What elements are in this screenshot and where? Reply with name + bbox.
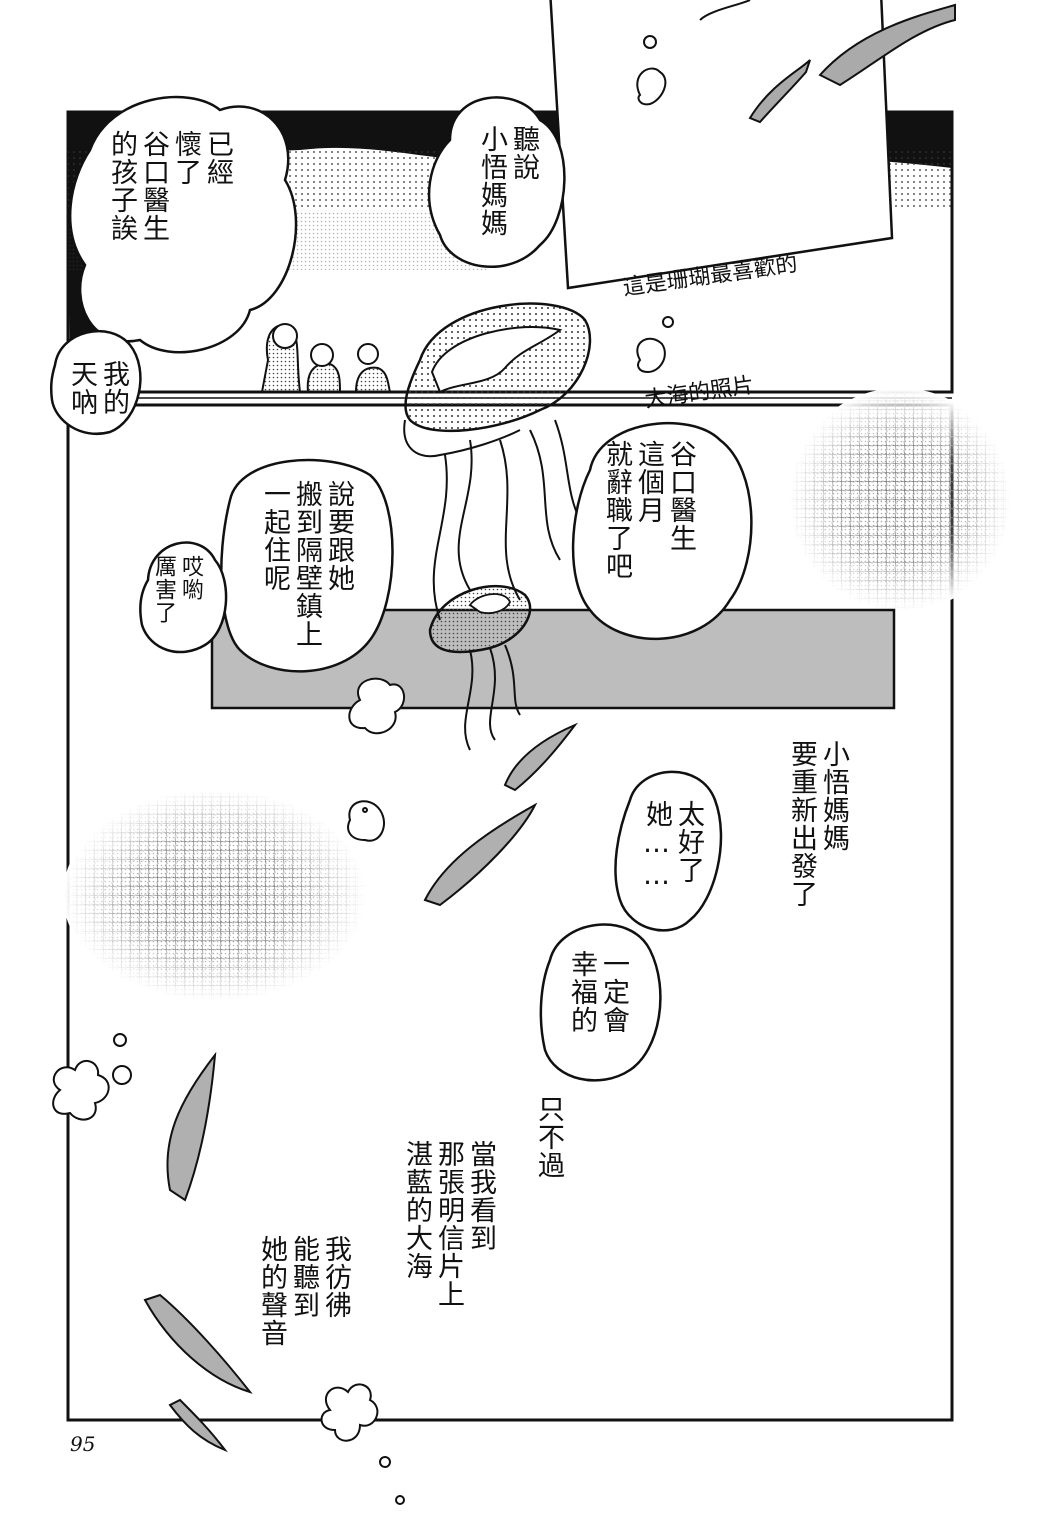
- narration-only: 只不過: [533, 1095, 564, 1179]
- bubble-move-shape: [220, 458, 394, 673]
- bubble-move-text: 說要跟她 搬到隔壁鎮上 一起住呢: [259, 480, 354, 648]
- photo-caption-line2: 大海的照片: [643, 372, 756, 414]
- bubble-pregnant-shape: [68, 95, 298, 354]
- bubble-omg-shape: [49, 329, 142, 435]
- bubble-good-text: 太好了 她……: [641, 800, 704, 892]
- postcard-photo: [549, 0, 956, 290]
- bubble-wow-shape: [139, 541, 228, 654]
- bubble-happy-shape: [539, 923, 662, 1082]
- bubble-pregnant-text: 已經 懷了 谷口醫生 的孩子誒: [106, 130, 233, 242]
- bottom-panel: [63, 388, 1012, 1422]
- bubble-good-shape: [614, 770, 723, 932]
- page-number: 95: [70, 1432, 96, 1456]
- narration-when: 當我看到 那張明信片上 湛藍的大海: [401, 1140, 496, 1308]
- bubble-heard-text: 聽說 小悟媽媽: [476, 125, 539, 237]
- photo-caption: 這是珊瑚最喜歡的 大海的照片: [610, 171, 821, 459]
- crowd-figures: [260, 323, 392, 393]
- bubble-heard-shape: [427, 96, 566, 269]
- jellyfish-small: [428, 585, 532, 751]
- bubble-happy-text: 一定會 幸福的: [566, 950, 629, 1034]
- jellyfish-large: [403, 302, 592, 621]
- narration-voice: 我彷彿 能聽到 她的聲音: [256, 1235, 351, 1347]
- speech-bubbles: [49, 95, 753, 1082]
- bubble-quit-text: 谷口醫生 這個月 就辭職了吧: [601, 440, 696, 580]
- photo-caption-line1: 這是珊瑚最喜歡的: [621, 251, 800, 301]
- fish-group: [143, 722, 579, 1453]
- bubble-wow-text: 哎喲 厲害了: [151, 555, 203, 624]
- narration-restart: 小悟媽媽 要重新出發了: [786, 740, 849, 908]
- bubble-quit-shape: [571, 421, 753, 640]
- bubble-omg-text: 我的 天吶: [66, 360, 129, 416]
- bubbles: [52, 316, 674, 1505]
